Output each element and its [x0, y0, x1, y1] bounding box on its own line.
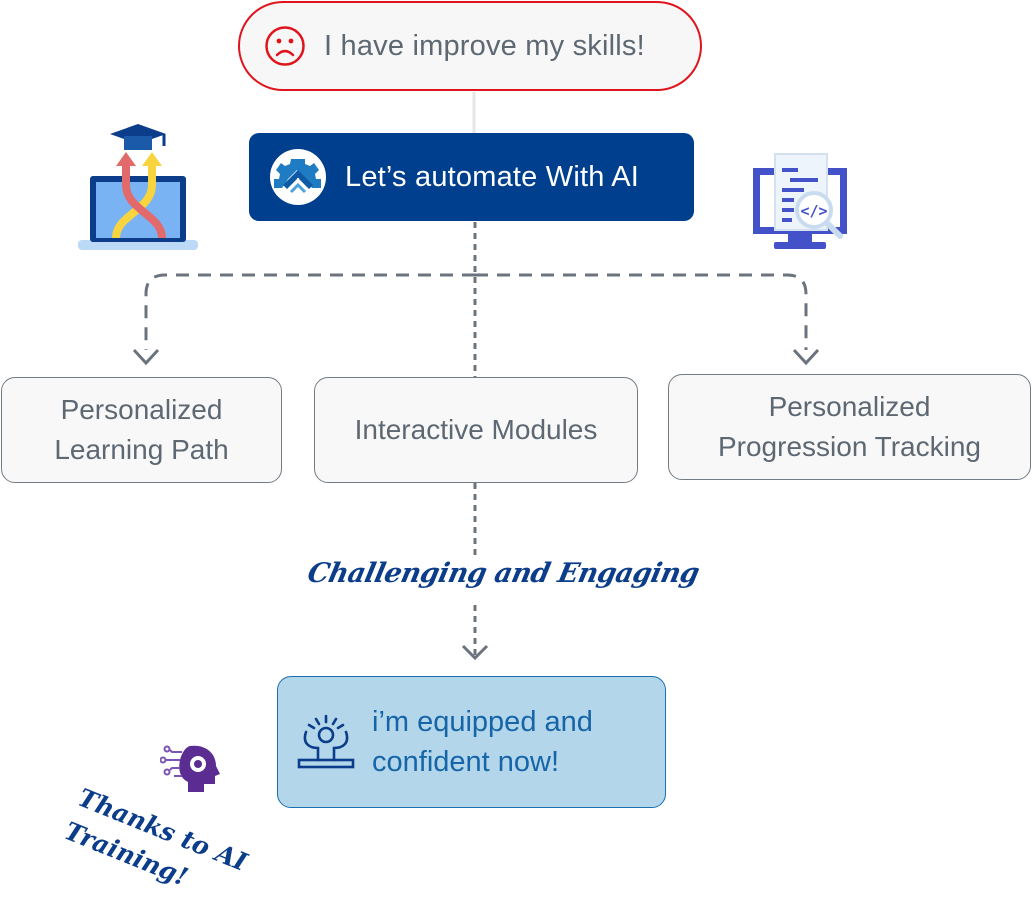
- branch-label-line2: Learning Path: [54, 434, 229, 465]
- automate-with-ai-button[interactable]: Let’s automate With AI: [249, 133, 694, 221]
- automation-gear-logo-icon: [270, 149, 326, 205]
- branch-label-line2: Progression Tracking: [717, 431, 981, 462]
- outcome-line1: i’m equipped and: [372, 706, 593, 738]
- branch-personalized-learning-path[interactable]: Personalized Learning Path: [1, 377, 282, 483]
- connector-caption: Challenging and Engaging: [304, 558, 702, 589]
- outcome-line2: confident now!: [372, 746, 560, 778]
- branch-label-line1: Personalized: [60, 394, 223, 425]
- svg-text:</>: </>: [800, 202, 827, 220]
- arrowhead-right: [792, 348, 820, 366]
- branch-label-line1: Personalized: [768, 391, 931, 422]
- arrowhead-outcome: [461, 644, 489, 661]
- thanks-note: Thanks to AI Training!: [59, 780, 252, 914]
- cta-label: Let’s automate With AI: [345, 160, 640, 193]
- laptop-learning-path-icon: [78, 124, 198, 250]
- monitor-code-review-icon: </>: [753, 153, 847, 249]
- branch-interactive-modules[interactable]: Interactive Modules: [314, 377, 638, 483]
- branch-personalized-progression-tracking[interactable]: Personalized Progression Tracking: [668, 374, 1031, 480]
- problem-label: I have improve my skills!: [324, 29, 645, 62]
- problem-statement: I have improve my skills!: [238, 1, 702, 91]
- sad-face-icon: [265, 26, 305, 66]
- outcome-box: i’m equipped and confident now!: [277, 676, 666, 808]
- connector-branch-left: [144, 273, 475, 350]
- arrowhead-left: [132, 348, 160, 366]
- connector-branch-right: [475, 273, 808, 350]
- confident-person-icon: [297, 714, 355, 769]
- branch-label-line1: Interactive Modules: [354, 414, 598, 445]
- ai-brain-gear-icon: [160, 745, 220, 792]
